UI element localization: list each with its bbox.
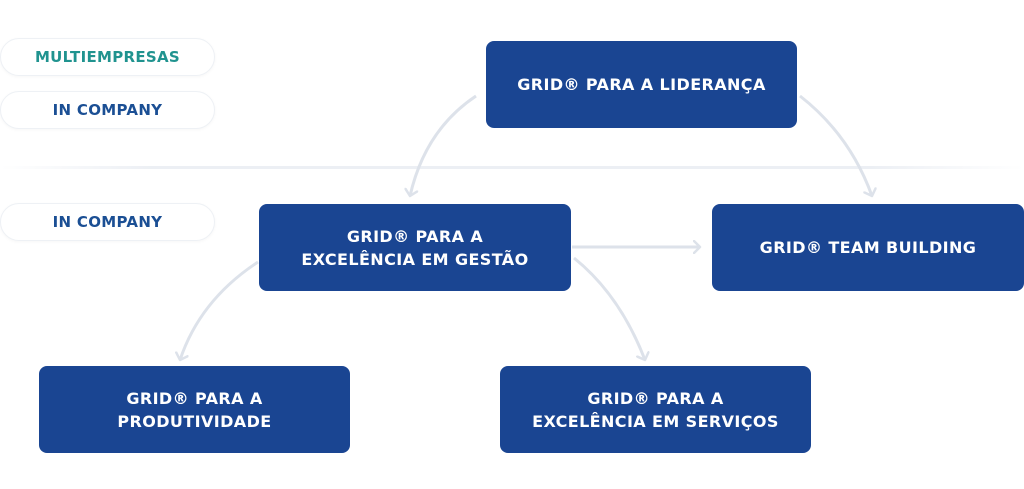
node-grid-produtividade-line2: PRODUTIVIDADE (117, 411, 272, 431)
node-grid-gestao-line1: GRID® PARA A (346, 226, 484, 246)
arrow-lideranca-to-team-building (799, 94, 872, 196)
node-grid-gestao[interactable]: GRID® PARA A EXCELÊNCIA EM GESTÃO (259, 204, 571, 291)
label-in-company-bottom-text: IN COMPANY (52, 213, 163, 231)
arrow-gestao-to-servicos (573, 256, 645, 360)
label-multiempresas: MULTIEMPRESAS (0, 38, 215, 76)
node-grid-servicos-line1: GRID® PARA A (587, 388, 724, 408)
node-grid-gestao-line2: EXCELÊNCIA EM GESTÃO (301, 249, 529, 269)
label-in-company-top: IN COMPANY (0, 91, 215, 129)
node-grid-produtividade-line1: GRID® PARA A (126, 388, 263, 408)
node-grid-lideranca[interactable]: GRID® PARA A LIDERANÇA (486, 41, 797, 128)
label-multiempresas-text: MULTIEMPRESAS (34, 48, 181, 66)
node-grid-servicos[interactable]: GRID® PARA A EXCELÊNCIA EM SERVIÇOS (500, 366, 811, 453)
node-grid-produtividade[interactable]: GRID® PARA A PRODUTIVIDADE (39, 366, 350, 453)
node-grid-team-building-line1: GRID® TEAM BUILDING (759, 238, 977, 257)
node-grid-servicos-line2: EXCELÊNCIA EM SERVIÇOS (532, 411, 779, 431)
node-grid-team-building[interactable]: GRID® TEAM BUILDING (712, 204, 1024, 291)
arrow-gestao-to-produtividade (180, 260, 259, 360)
node-grid-lideranca-line1: GRID® PARA A LIDERANÇA (517, 75, 766, 94)
label-in-company-top-text: IN COMPANY (52, 101, 163, 119)
label-in-company-bottom: IN COMPANY (0, 203, 215, 241)
section-divider (0, 166, 1024, 169)
arrow-lideranca-to-gestao (410, 94, 477, 196)
